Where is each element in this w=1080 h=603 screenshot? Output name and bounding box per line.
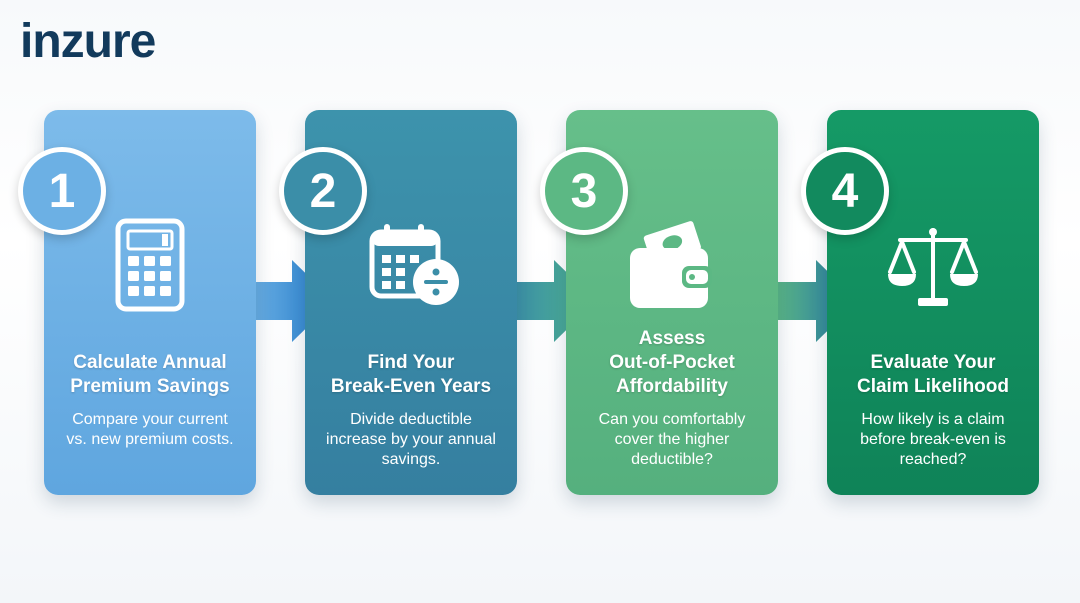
- step-number-badge: 2: [279, 147, 367, 235]
- wallet-icon: [630, 221, 712, 308]
- calculator-icon: [115, 218, 185, 312]
- step-description: Divide deductible increase by your annua…: [326, 411, 496, 468]
- step-number-badge: 1: [18, 147, 106, 235]
- step-title: Evaluate Your Claim Likelihood: [856, 352, 1010, 397]
- step-number-badge: 3: [540, 147, 628, 235]
- step-title: Calculate Annual Premium Savings: [70, 352, 230, 397]
- scales-icon: [888, 228, 978, 306]
- brand-logo: inzure: [20, 15, 156, 68]
- step-title: Find Your Break-Even Years: [330, 352, 492, 397]
- step-description: How likely is a claim before break-even …: [860, 411, 1006, 468]
- step-description: Compare your current vs. new premium cos…: [66, 411, 234, 448]
- calendar-divide-icon: [369, 224, 459, 305]
- step-title: Assess Out-of-Pocket Affordability: [609, 328, 735, 397]
- step-number-badge: 4: [801, 147, 889, 235]
- step-description: Can you comfortably cover the higher ded…: [598, 411, 746, 468]
